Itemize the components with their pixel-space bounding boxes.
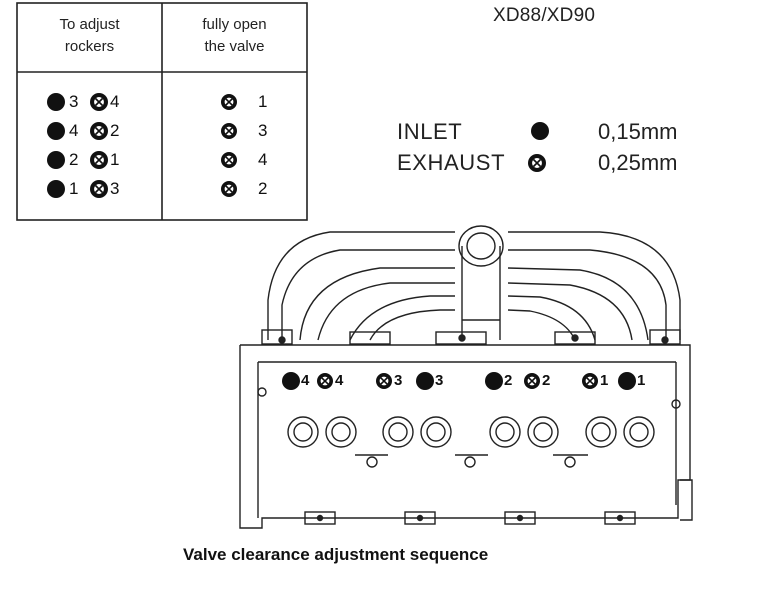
row-inlet-number: 2 xyxy=(69,150,79,169)
exhaust-valve-icon xyxy=(90,122,108,140)
engine-exhaust-number: 4 xyxy=(335,372,344,389)
valve-port xyxy=(527,416,559,448)
exhaust-valve-icon xyxy=(90,151,108,169)
engine-valve-symbols xyxy=(282,372,636,390)
valve-ports xyxy=(287,416,655,448)
valve-port xyxy=(382,416,414,448)
engine-inlet-number: 3 xyxy=(435,372,444,389)
row-exhaust-number: 1 xyxy=(110,150,120,169)
table-symbols xyxy=(47,93,237,198)
row-open-number: 3 xyxy=(258,121,268,140)
valve-port xyxy=(623,416,655,448)
exhaust-valve-icon xyxy=(90,180,108,198)
inlet-valve-icon xyxy=(282,372,300,390)
exhaust-valve-icon xyxy=(221,152,237,168)
row-inlet-number: 3 xyxy=(69,92,79,111)
model-label: XD88/XD90 xyxy=(493,5,596,26)
row-inlet-number: 4 xyxy=(69,121,79,140)
header-fully-open-line1: fully open xyxy=(202,16,267,33)
figure-caption: Valve clearance adjustment sequence xyxy=(183,545,489,564)
engine-exhaust-number: 3 xyxy=(394,372,403,389)
valve-port xyxy=(287,416,319,448)
exhaust-valve-icon xyxy=(221,181,237,197)
cylinder-head-drawing xyxy=(239,225,693,529)
inlet-valve-icon xyxy=(47,122,65,140)
inlet-valve-icon xyxy=(47,151,65,169)
legend-exhaust-value: 0,25mm xyxy=(598,150,678,175)
row-open-number: 4 xyxy=(258,150,268,169)
header-fully-open: fully open the valve xyxy=(162,14,307,58)
header-to-adjust-line1: To adjust xyxy=(59,16,120,33)
exhaust-valve-icon xyxy=(582,373,598,389)
valve-port xyxy=(325,416,357,448)
engine-inlet-number: 1 xyxy=(637,372,646,389)
header-fully-open-line2: the valve xyxy=(204,38,265,55)
engine-exhaust-number: 2 xyxy=(542,372,551,389)
valve-port xyxy=(585,416,617,448)
valve-port xyxy=(420,416,452,448)
exhaust-valve-icon xyxy=(376,373,392,389)
header-to-adjust: To adjust rockers xyxy=(17,14,162,58)
exhaust-valve-icon xyxy=(221,123,237,139)
row-open-number: 1 xyxy=(258,92,268,111)
row-exhaust-number: 2 xyxy=(110,121,120,140)
legend-symbols xyxy=(528,122,549,172)
engine-inlet-number: 4 xyxy=(301,372,310,389)
engine-inlet-number: 2 xyxy=(504,372,513,389)
exhaust-valve-icon xyxy=(90,93,108,111)
engine-exhaust-number: 1 xyxy=(600,372,609,389)
inlet-valve-icon xyxy=(618,372,636,390)
exhaust-valve-icon xyxy=(524,373,540,389)
exhaust-valve-icon xyxy=(221,94,237,110)
inlet-valve-icon xyxy=(416,372,434,390)
sequence-table-frame xyxy=(16,2,308,221)
valve-port xyxy=(489,416,521,448)
row-inlet-number: 1 xyxy=(69,179,79,198)
exhaust-valve-icon xyxy=(528,154,546,172)
inlet-valve-icon xyxy=(485,372,503,390)
exhaust-valve-icon xyxy=(317,373,333,389)
legend-inlet-label: INLET xyxy=(397,119,463,144)
inlet-valve-icon xyxy=(47,180,65,198)
row-exhaust-number: 3 xyxy=(110,179,120,198)
inlet-valve-icon xyxy=(47,93,65,111)
inlet-valve-icon xyxy=(531,122,549,140)
header-to-adjust-line2: rockers xyxy=(64,38,115,55)
row-exhaust-number: 4 xyxy=(110,92,120,111)
legend-exhaust-label: EXHAUST xyxy=(397,150,506,175)
legend-inlet-value: 0,15mm xyxy=(598,119,678,144)
row-open-number: 2 xyxy=(258,179,268,198)
